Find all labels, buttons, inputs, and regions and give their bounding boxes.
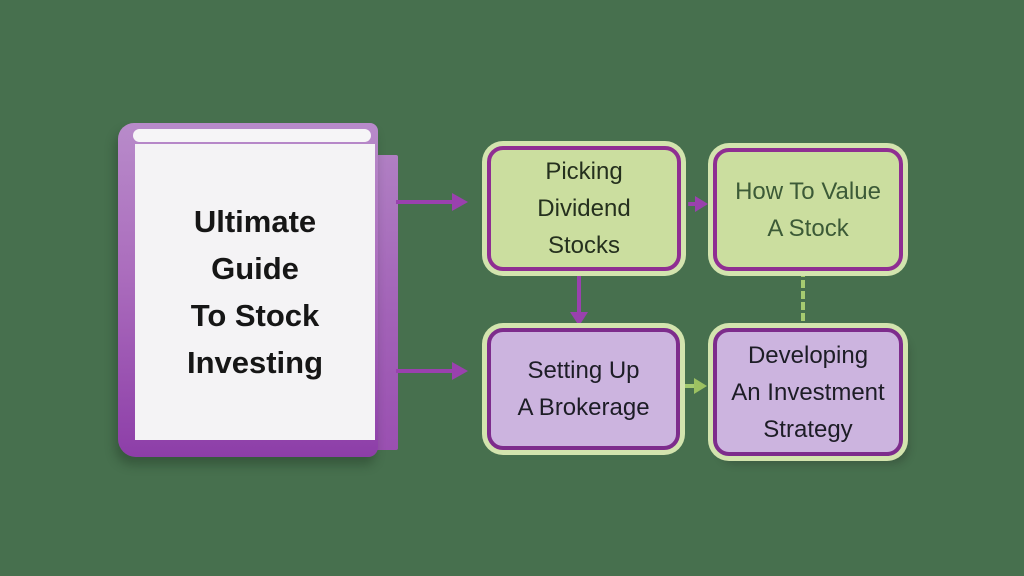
node-label-line: Developing: [747, 341, 869, 369]
node-label-line: How To Value: [735, 177, 881, 205]
book-title-line: Guide: [211, 251, 299, 286]
arrow-head-right-icon: [694, 378, 707, 394]
dashed-line-how-to-value-to-strategy: [801, 269, 805, 321]
node-label-line: An Investment: [731, 378, 885, 406]
dashed-arrow-brokerage-to-strategy: [678, 378, 708, 394]
arrow-line: [396, 200, 452, 204]
arrow-picking-to-setting-up-brokerage: [570, 270, 588, 326]
node-label-line: Setting Up: [527, 357, 640, 384]
node-setting-up-a-brokerage: Setting Up A Brokerage: [487, 328, 680, 450]
arrow-head-down-icon: [570, 312, 588, 326]
node-label-line: A Stock: [767, 214, 849, 242]
arrow-line: [678, 202, 695, 206]
arrow-line: [801, 269, 805, 321]
node-label-line: A Brokerage: [517, 394, 650, 421]
book-title-line: Investing: [186, 345, 324, 380]
node-label-line: Picking: [545, 158, 623, 185]
arrow-book-to-picking-dividend-stocks: [396, 193, 470, 211]
dashed-arrow-picking-to-how-to-value: [678, 196, 708, 212]
node-how-to-value-a-stock: How To Value A Stock: [713, 148, 903, 271]
arrow-book-to-setting-up-a-brokerage: [396, 362, 470, 380]
book-title-line: Ultimate: [193, 204, 317, 239]
book-page-edges: [133, 129, 371, 142]
arrow-head-right-icon: [452, 193, 468, 211]
arrow-line: [396, 369, 452, 373]
arrow-line: [577, 270, 581, 312]
node-label-line: Strategy: [763, 415, 853, 443]
node-label-line: Stocks: [547, 232, 621, 259]
arrow-line: [678, 384, 694, 388]
arrow-head-right-icon: [695, 196, 708, 212]
node-label-line: Dividend: [537, 195, 631, 222]
node-picking-dividend-stocks: Picking Dividend Stocks: [487, 146, 681, 271]
node-developing-an-investment-strategy: Developing An Investment Strategy: [713, 328, 903, 456]
arrow-head-right-icon: [452, 362, 468, 380]
book-front-page: Ultimate Guide To Stock Investing: [135, 144, 375, 440]
book-title-line: To Stock: [190, 298, 320, 333]
